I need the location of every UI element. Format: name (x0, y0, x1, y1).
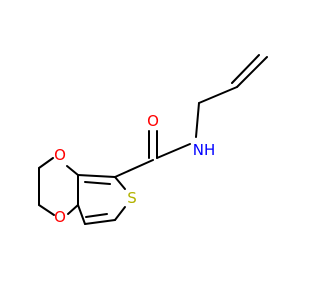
bond (198, 86, 238, 104)
bond (156, 143, 191, 159)
bond (84, 181, 111, 185)
molecule-structure: O NH S O O (38, 54, 268, 226)
bond (195, 102, 200, 138)
bond (66, 165, 79, 176)
atom-label-sulfur: S (127, 189, 137, 207)
bond (67, 204, 79, 215)
bond (231, 54, 260, 84)
bond (77, 174, 116, 178)
structure-canvas: O NH S O O (38, 54, 268, 226)
atom-label-oxygen-ring-upper: O (54, 146, 66, 164)
atom-label-oxygen-carbonyl: O (147, 112, 159, 130)
bond (114, 206, 126, 221)
atom-label-oxygen-ring-lower: O (54, 208, 66, 226)
bond (114, 159, 154, 178)
bond (38, 204, 55, 216)
bond (38, 157, 54, 169)
bond (84, 219, 116, 225)
bond (85, 213, 108, 218)
bond (114, 176, 126, 190)
bond (236, 56, 268, 88)
atom-label-nitrogen-amide: NH (193, 141, 216, 159)
bond (77, 204, 86, 225)
